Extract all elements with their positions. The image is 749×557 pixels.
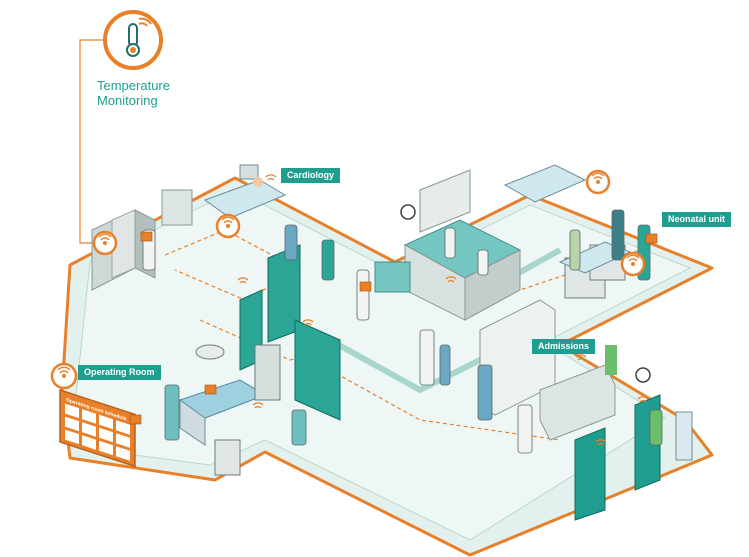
title-line-2: Monitoring xyxy=(97,93,158,108)
connector-line xyxy=(79,39,103,244)
nurse-station xyxy=(374,169,522,321)
dashed-route-4 xyxy=(199,319,331,361)
dashed-route-2 xyxy=(329,369,561,441)
label-admissions: Admissions xyxy=(532,339,596,354)
clock-icon-2 xyxy=(635,367,651,383)
label-operating-room: Operating Room xyxy=(78,365,161,380)
label-cardiology: Cardiology xyxy=(281,168,341,183)
thermometer-icon xyxy=(103,10,163,70)
clock-icon xyxy=(400,204,416,220)
admissions-area xyxy=(479,299,693,521)
corridor-doors xyxy=(239,244,341,421)
staff-figures xyxy=(142,209,663,454)
wifi-glyphs xyxy=(237,174,649,446)
title-line-1: Temperature xyxy=(97,78,170,93)
sensor-badges xyxy=(129,231,658,425)
wireless-sensor-icon xyxy=(50,169,646,390)
operating-room xyxy=(178,344,281,476)
neonatal-room xyxy=(503,164,632,299)
label-neonatal-unit: Neonatal unit xyxy=(662,212,732,227)
schedule-board: Operating room schedule xyxy=(59,389,136,468)
temperature-monitoring-title: Temperature Monitoring xyxy=(97,78,207,108)
